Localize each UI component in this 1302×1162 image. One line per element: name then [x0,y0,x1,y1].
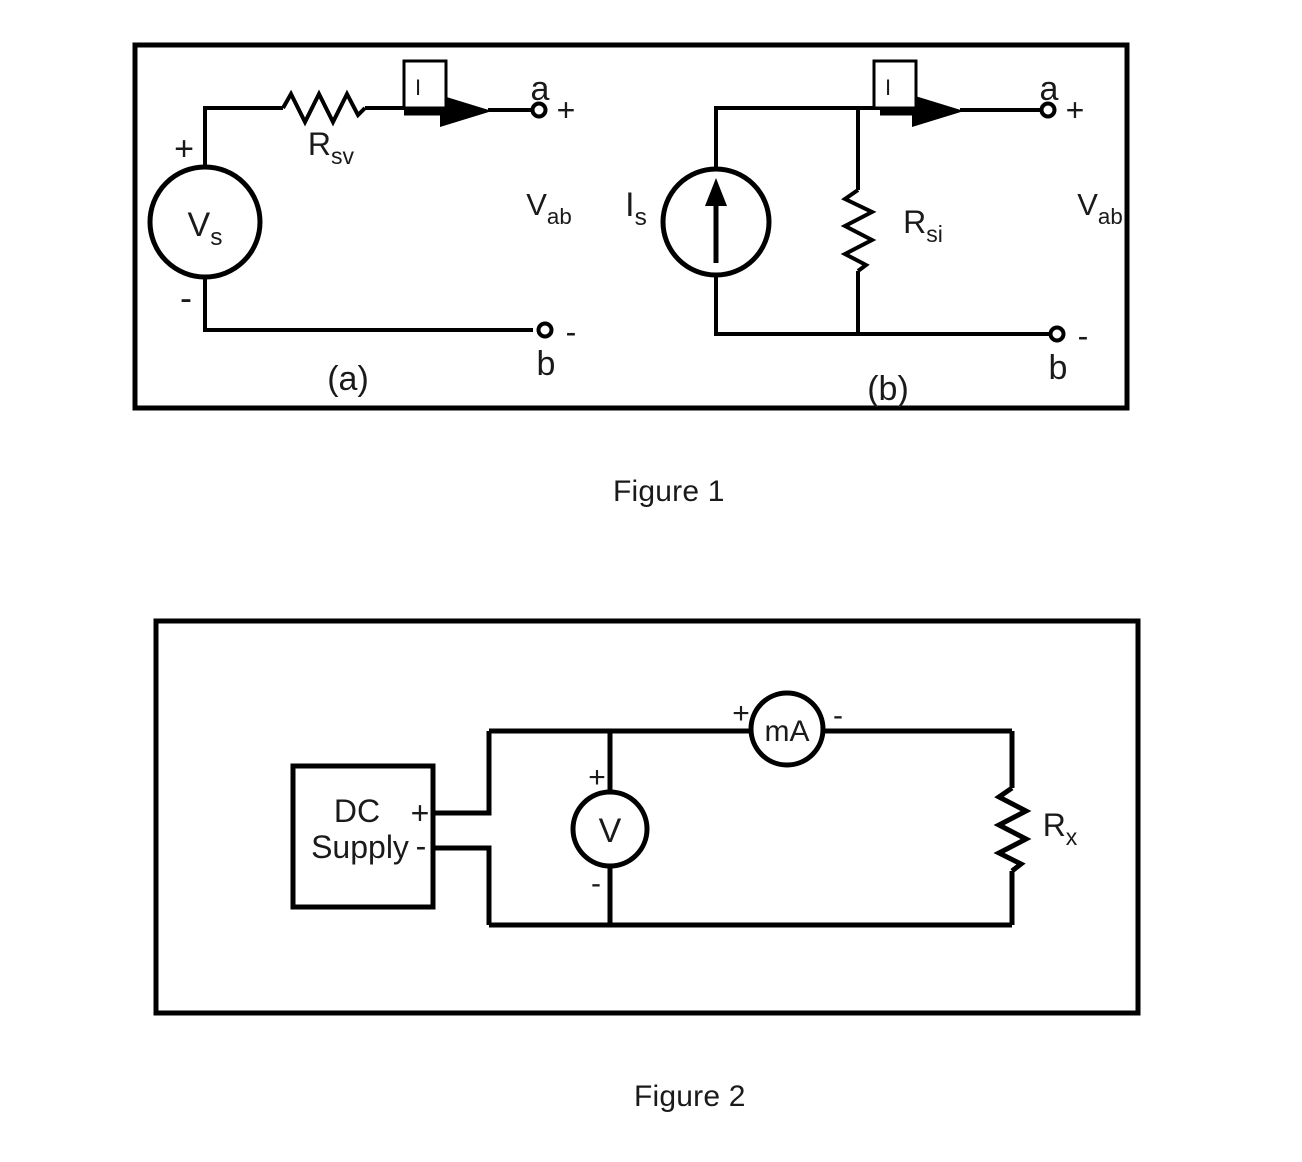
dc-supply-minus-terminal: - [416,828,427,864]
circuit-a-current-label: I [415,75,421,100]
voltmeter-symbol [570,789,650,869]
supply-plus-lead [433,731,492,816]
voltmeter-minus-sign: - [591,867,601,900]
current-source-arrow-head [705,178,727,206]
ammeter-label: mA [765,715,810,748]
terminal-b-node-circuit-b [1048,325,1066,343]
vs-minus-sign: - [180,277,192,318]
circuit-b-terminal-b-label: b [1049,349,1068,387]
rx-label: Rx [1043,807,1078,850]
vs-plus-sign: + [174,130,194,168]
circuit-a-bottom-wire [203,277,533,332]
ammeter-minus-sign: - [833,699,843,732]
resistor-rsv-zigzag [281,89,367,127]
circuit-a-terminal-a-sign: + [557,92,576,128]
rsv-label: Rsv [308,126,355,169]
terminal-a-node-circuit-b [1039,101,1057,119]
circuit-b-sublabel: (b) [867,370,909,408]
circuit-a-terminal-b-label: b [537,345,556,383]
supply-minus-lead [433,845,492,925]
rsi-label: Rsi [903,204,943,247]
resistor-rx-zigzag [993,785,1032,873]
is-source-label: Is [625,186,647,231]
figure2-caption: Figure 2 [634,1080,746,1113]
terminal-b-node-circuit-a [536,321,554,339]
circuit-a-sublabel: (a) [327,360,369,398]
circuit-b-top-wire [714,106,858,169]
ammeter-plus-sign: + [732,697,750,730]
circuit-a-current-label-box [402,59,448,110]
circuit-b-vab-label: Vab [1077,187,1123,229]
circuit-a-terminal-a-label: a [531,70,550,108]
figure1-caption: Figure 1 [613,475,725,508]
circuit-a-top-wire-left [203,106,283,167]
dc-supply-box [290,763,436,910]
voltmeter-label: V [599,812,622,850]
circuit-b-source-bottom-wire [714,275,858,336]
circuit-b-terminal-b-sign: - [1078,318,1089,354]
dc-supply-line1: DC [334,793,380,829]
voltmeter-plus-sign: + [588,761,606,794]
circuit-a-current-arrow-head [440,95,492,127]
circuit-b-terminal-a-label: a [1040,70,1059,108]
figure1-frame [132,42,1130,411]
dc-supply-plus-terminal: + [411,795,430,831]
circuit-b-current-label-box [872,59,918,110]
circuit-b-current-arrow-head [912,95,964,127]
figure2-frame [153,618,1141,1016]
circuit-a-vab-label: Vab [526,187,572,229]
terminal-a-node-circuit-a [530,101,548,119]
circuit-a-terminal-b-sign: - [566,314,577,350]
ammeter-symbol [748,690,826,768]
circuit-b-current-label: I [885,75,891,100]
vs-source-label: Vs [188,206,223,251]
circuit-b-terminal-a-sign: + [1066,92,1085,128]
resistor-rsi-zigzag [840,188,877,273]
dc-supply-line2: Supply [311,829,409,865]
